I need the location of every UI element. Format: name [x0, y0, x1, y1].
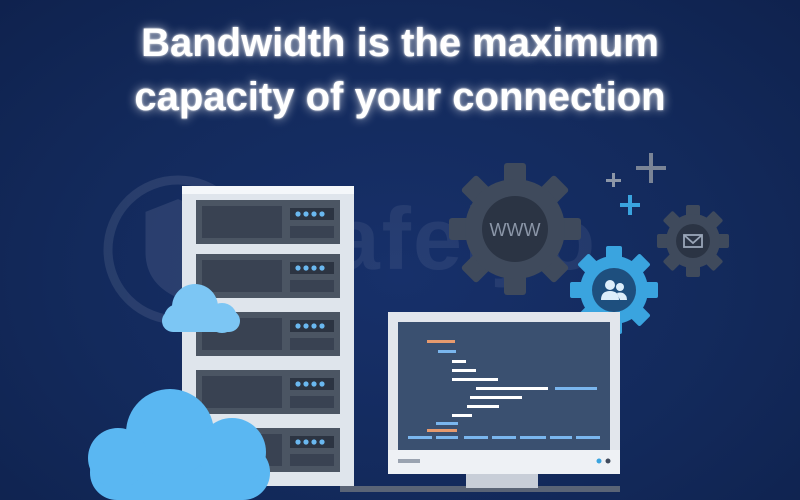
gear-icon	[570, 246, 658, 334]
floor-line	[340, 486, 620, 492]
mail-icon	[683, 234, 703, 248]
users-icon	[601, 280, 627, 300]
headline: Bandwidth is the maximum capacity of you…	[0, 16, 800, 124]
plus-icon	[606, 173, 621, 187]
cloud-icon	[88, 389, 270, 500]
server-unit	[196, 254, 340, 298]
monitor-icon	[388, 312, 620, 488]
code-lines	[408, 340, 600, 439]
server-unit	[196, 312, 340, 356]
gear-icon: WWW	[449, 163, 581, 295]
headline-line-1: Bandwidth is the maximum	[141, 21, 659, 65]
plus-icon	[636, 153, 666, 183]
gear-icon	[657, 205, 729, 277]
server-unit	[196, 200, 340, 244]
headline-line-2: capacity of your connection	[134, 75, 666, 119]
gear-www-label: WWW	[490, 220, 541, 240]
cloud-icon	[162, 284, 240, 333]
plus-icon	[620, 195, 640, 215]
server-unit	[196, 370, 340, 414]
